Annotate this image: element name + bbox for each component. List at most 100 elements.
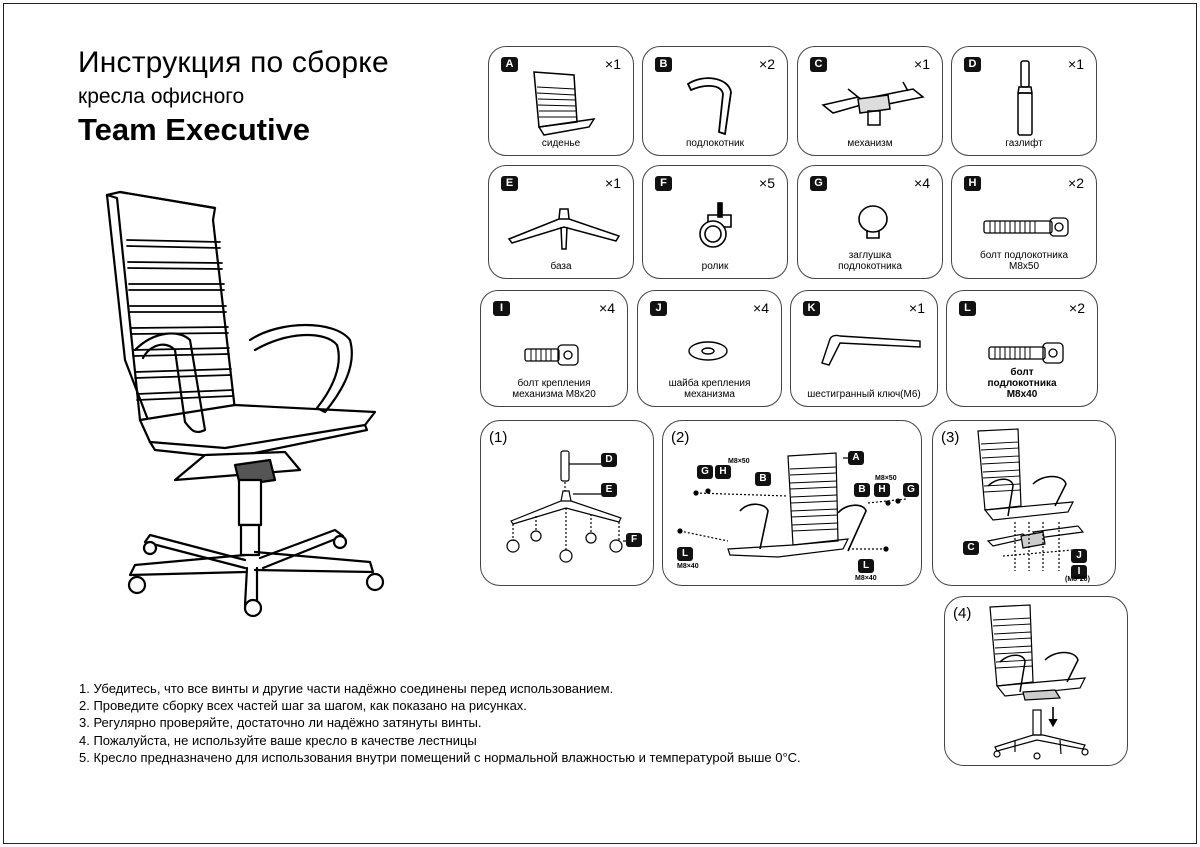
part-letter: H bbox=[964, 176, 981, 191]
step-2-panel: (2) A B B H G G H L L M8×50 M8×50 M8×40 … bbox=[662, 420, 922, 586]
part-label: заглушка подлокотника bbox=[838, 250, 902, 272]
washer-icon bbox=[688, 341, 728, 361]
part-card-l: L ×2 болт подлокотника M8x40 bbox=[946, 290, 1098, 407]
part-letter: B bbox=[655, 57, 672, 72]
step-tag: F bbox=[626, 533, 642, 547]
step-tag: L bbox=[858, 559, 874, 573]
part-quantity: ×1 bbox=[605, 56, 621, 72]
step-tag: A bbox=[848, 451, 864, 465]
gas-lift-icon bbox=[1017, 60, 1033, 136]
bolt-size-label: (M8*20) bbox=[1065, 576, 1090, 583]
part-card-e: E ×1 база bbox=[488, 165, 634, 279]
step-2-diagram bbox=[677, 452, 907, 558]
seat-back-icon bbox=[533, 71, 596, 136]
part-card-i: I ×4 болт крепления механизма M8x20 bbox=[480, 290, 628, 407]
step-number: (3) bbox=[941, 429, 960, 446]
part-quantity: ×2 bbox=[759, 56, 775, 72]
step-number: (1) bbox=[489, 429, 508, 446]
step-4-panel: (4) bbox=[944, 596, 1128, 766]
bolt-size-label: M8×40 bbox=[677, 563, 699, 570]
bolt-size-label: M8×50 bbox=[875, 475, 897, 482]
part-card-c: C ×1 механизм bbox=[797, 46, 943, 156]
part-letter: F bbox=[655, 176, 672, 191]
part-letter: G bbox=[810, 176, 827, 191]
bolt-size-label: M8×50 bbox=[728, 458, 750, 465]
title-line-3: Team Executive bbox=[78, 112, 311, 147]
part-card-d: D ×1 газлифт bbox=[951, 46, 1097, 156]
instruction-item: 3. Регулярно проверяйте, достаточно ли н… bbox=[79, 715, 482, 731]
step-tag: L bbox=[677, 547, 693, 561]
step-tag: D bbox=[601, 453, 617, 467]
part-label: болт крепления механизма M8x20 bbox=[512, 378, 596, 400]
part-label: шайба крепления механизма bbox=[668, 378, 751, 400]
part-label: сиденье bbox=[541, 138, 581, 149]
part-card-k: K ×1 шестигранный ключ(M6) bbox=[790, 290, 938, 407]
step-tag: H bbox=[874, 483, 890, 497]
part-letter: I bbox=[493, 301, 510, 316]
part-letter: J bbox=[650, 301, 667, 316]
step-tag: B bbox=[854, 483, 870, 497]
mechanism-icon bbox=[821, 81, 925, 126]
bolt-long-icon bbox=[983, 217, 1069, 237]
step-number: (2) bbox=[671, 429, 690, 446]
part-quantity: ×2 bbox=[1068, 175, 1084, 191]
instruction-item: 1. Убедитесь, что все винты и другие час… bbox=[79, 681, 614, 696]
chair-illustration bbox=[105, 190, 385, 618]
step-number: (4) bbox=[953, 605, 972, 622]
instruction-item: 4. Пожалуйста, не используйте ваше кресл… bbox=[79, 732, 477, 748]
bolt-size-label: M8×40 bbox=[855, 575, 877, 582]
step-tag: H bbox=[715, 465, 731, 479]
caster-icon bbox=[699, 202, 732, 248]
instruction-item: 5. Кресло предназначено для использовани… bbox=[79, 749, 801, 765]
bolt-short-icon bbox=[524, 344, 579, 366]
part-quantity: ×1 bbox=[909, 300, 925, 316]
step-tag: B bbox=[755, 472, 771, 486]
step-3-panel: (3) C J I (M8*20) bbox=[932, 420, 1116, 586]
base-icon bbox=[507, 208, 621, 250]
part-quantity: ×4 bbox=[599, 300, 615, 316]
part-letter: A bbox=[501, 57, 518, 72]
part-label: ролик bbox=[701, 261, 729, 272]
part-letter: C bbox=[810, 57, 827, 72]
part-card-b: B ×2 подлокотник bbox=[642, 46, 788, 156]
title-line-2: кресла офисного bbox=[78, 85, 245, 108]
step-tag: C bbox=[963, 541, 979, 555]
part-letter: D bbox=[964, 57, 981, 72]
instructions-list: 1. Убедитесь, что все винты и другие час… bbox=[79, 680, 801, 766]
step-tag: G bbox=[697, 465, 713, 479]
step-3-diagram bbox=[977, 428, 1085, 571]
armrest-icon bbox=[686, 77, 732, 136]
part-letter: L bbox=[959, 301, 976, 316]
part-label: газлифт bbox=[1005, 138, 1043, 149]
bolt-medium-icon bbox=[988, 342, 1064, 364]
title-line-1: Инструкция по сборке bbox=[78, 46, 389, 79]
part-card-g: G ×4 заглушка подлокотника bbox=[797, 165, 943, 279]
part-quantity: ×2 bbox=[1069, 300, 1085, 316]
part-card-h: H ×2 болт подлокотника M8x50 bbox=[951, 165, 1097, 279]
step-tag: I bbox=[1071, 565, 1087, 579]
part-letter: E bbox=[501, 176, 518, 191]
part-label: база bbox=[550, 261, 572, 272]
step-1-diagram bbox=[506, 450, 631, 563]
part-label: механизм bbox=[847, 138, 893, 149]
part-quantity: ×1 bbox=[1068, 56, 1084, 72]
part-card-f: F ×5 ролик bbox=[642, 165, 788, 279]
step-tag: E bbox=[601, 483, 617, 497]
part-label: болт подлокотника M8x40 bbox=[987, 367, 1057, 400]
part-quantity: ×1 bbox=[605, 175, 621, 191]
cap-icon bbox=[858, 205, 888, 239]
part-quantity: ×1 bbox=[914, 56, 930, 72]
part-label: подлокотник bbox=[686, 138, 744, 149]
step-4-diagram bbox=[989, 604, 1089, 760]
part-card-a: A ×1 сиденье bbox=[488, 46, 634, 156]
part-quantity: ×4 bbox=[753, 300, 769, 316]
part-label: болт подлокотника M8x50 bbox=[979, 250, 1069, 272]
step-1-panel: (1) D E F bbox=[480, 420, 654, 586]
step-tag: J bbox=[1071, 549, 1087, 563]
part-quantity: ×5 bbox=[759, 175, 775, 191]
part-quantity: ×4 bbox=[914, 175, 930, 191]
hex-key-icon bbox=[821, 334, 921, 366]
instruction-item: 2. Проведите сборку всех частей шаг за ш… bbox=[79, 698, 527, 714]
part-card-j: J ×4 шайба крепления механизма bbox=[637, 290, 782, 407]
page-frame bbox=[3, 3, 1197, 844]
